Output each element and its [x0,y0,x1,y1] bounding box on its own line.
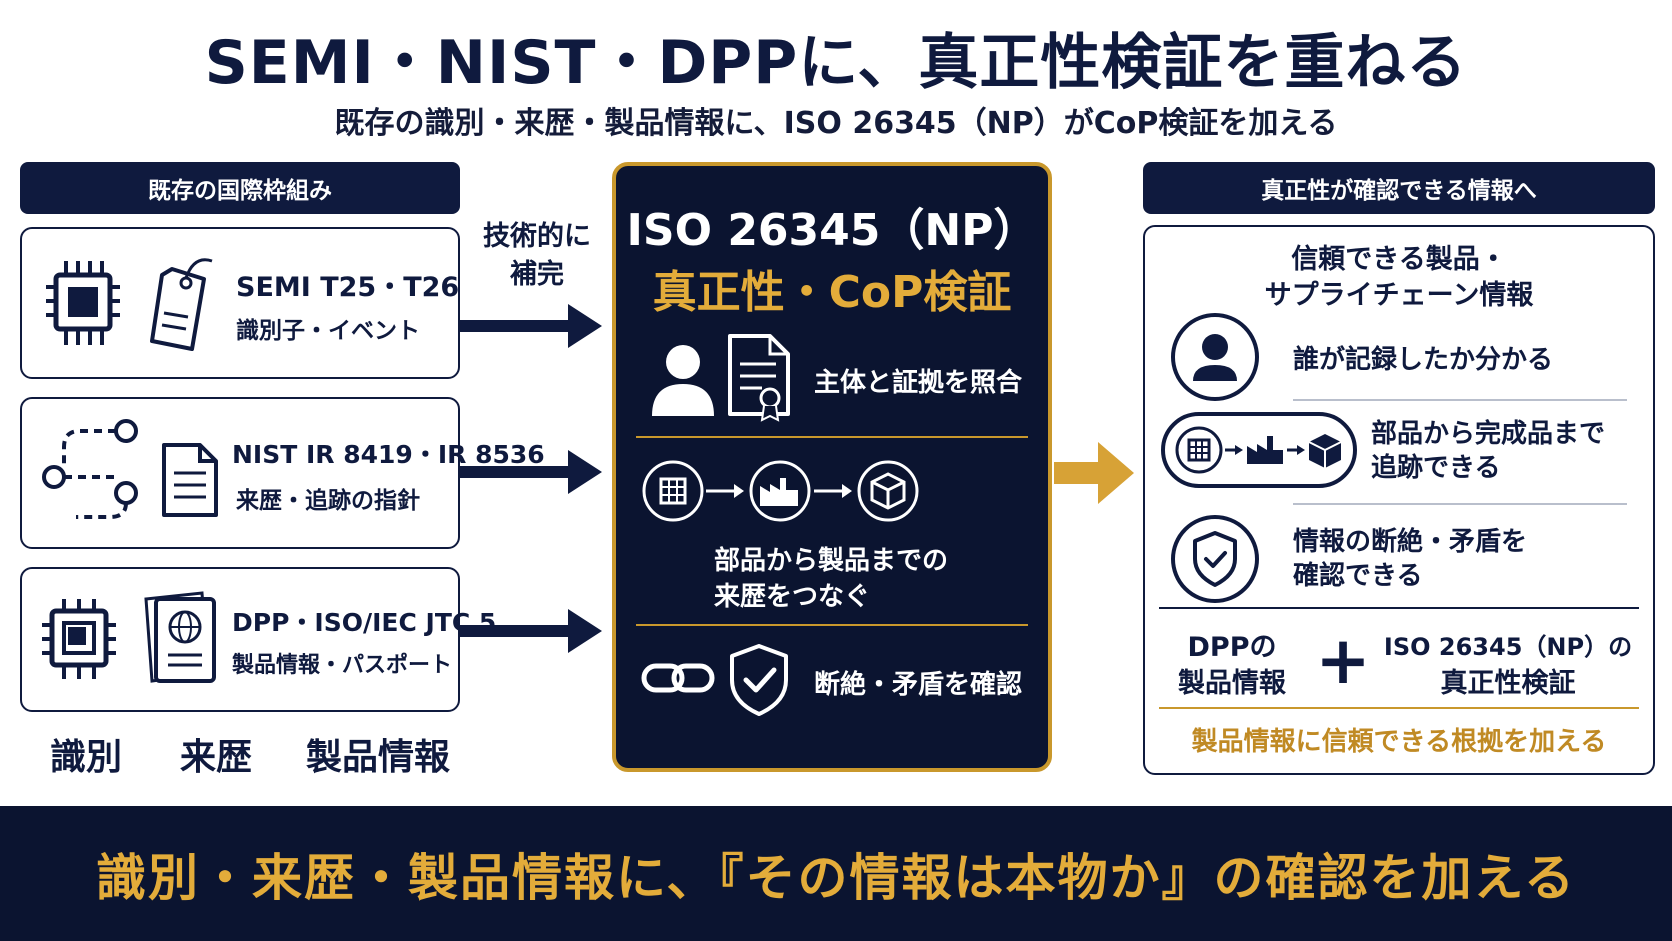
user-icon [1171,313,1259,401]
divider [636,624,1028,626]
iso-title: ISO 26345（NP） [626,205,1038,256]
divider [1293,399,1627,401]
divider [1159,707,1639,709]
arrow-right-icon [460,609,602,653]
result-item-conflict-line1: 情報の断絶・矛盾を [1293,527,1528,557]
complement-line2: 補完 [510,259,564,290]
arrow-right-icon [460,450,602,494]
plus-icon: + [1315,622,1371,699]
result-item-who: 誰が記録したか分かる [1293,345,1554,375]
passport-icon [144,591,216,683]
arrow-right-icon [460,304,602,348]
complement-line1: 技術的に [483,221,591,252]
card-desc: 来歴・追跡の指針 [236,488,420,514]
result-item-trace-line2: 追跡できる [1371,453,1501,483]
result-intro-line1: 信頼できる製品・ [1291,244,1507,275]
certificate-icon [728,334,790,422]
complement-label: 技術的に 補完 [462,218,612,294]
iso-item-provenance-line2: 来歴をつなぐ [714,582,871,612]
iso-item-verify: 主体と証拠を照合 [814,368,1023,398]
framework-card-nist: NIST IR 8419・IR 8536 来歴・追跡の指針 [20,397,545,549]
card-desc: 製品情報・パスポート [232,653,453,678]
framework-card-semi: SEMI T25・T26 識別子・イベント [20,227,460,379]
chip-icon [46,261,120,345]
page-subtitle: 既存の識別・来歴・製品情報に、ISO 26345（NP）がCoP検証を加える [334,106,1338,141]
result-item-trace-line1: 部品から完成品まで [1371,419,1606,449]
page-title: SEMI・NIST・DPPに、真正性検証を重ねる [204,28,1468,98]
result-conclusion: 製品情報に信頼できる根拠を加える [1191,727,1607,757]
tag-icon [150,258,213,351]
label-product-info: 製品情報 [306,737,451,778]
trace-flow-icon [1161,412,1357,488]
divider [1293,503,1627,505]
chip-icon [42,599,116,679]
card-name: DPP・ISO/IEC JTC 5 [232,608,497,637]
route-icon [42,419,138,519]
iso-label-line2: 真正性検証 [1440,668,1576,699]
arrow-right-gold-icon [1054,442,1134,504]
dpp-label-line2: 製品情報 [1178,668,1286,699]
chain-link-icon [641,663,715,693]
divider [1159,607,1639,609]
supply-flow-icon [642,460,919,522]
framework-card-dpp: DPP・ISO/IEC JTC 5 製品情報・パスポート [20,567,496,712]
iso-panel: ISO 26345（NP） 真正性・CoP検証 主体と証拠を照合 部品から製品ま… [612,162,1052,772]
iso-item-provenance-line1: 部品から製品までの [714,546,949,576]
shield-check-icon [730,644,788,716]
shield-check-icon [1171,515,1259,603]
card-desc: 識別子・イベント [236,318,420,344]
result-item-conflict-line2: 確認できる [1293,561,1423,591]
label-identification: 識別 [50,737,123,778]
person-icon [652,345,714,416]
card-name: NIST IR 8419・IR 8536 [232,440,545,469]
card-name: SEMI T25・T26 [236,272,460,303]
result-panel: 信頼できる製品・ サプライチェーン情報 誰が記録したか分かる 部品から完成品まで… [1143,225,1655,775]
result-intro-line2: サプライチェーン情報 [1264,280,1534,311]
iso-subtitle: 真正性・CoP検証 [652,267,1012,318]
divider [636,436,1028,438]
dpp-label-line1: DPPの [1187,632,1277,663]
document-icon [162,443,218,517]
right-header: 真正性が確認できる情報へ [1143,162,1655,214]
iso-label-line1: ISO 26345（NP）の [1383,633,1633,661]
iso-item-conflict: 断絶・矛盾を確認 [814,670,1023,700]
footer-banner: 識別・来歴・製品情報に、『その情報は本物か』の確認を加える [0,806,1672,941]
left-header: 既存の国際枠組み [20,162,460,214]
label-provenance: 来歴 [180,737,253,778]
